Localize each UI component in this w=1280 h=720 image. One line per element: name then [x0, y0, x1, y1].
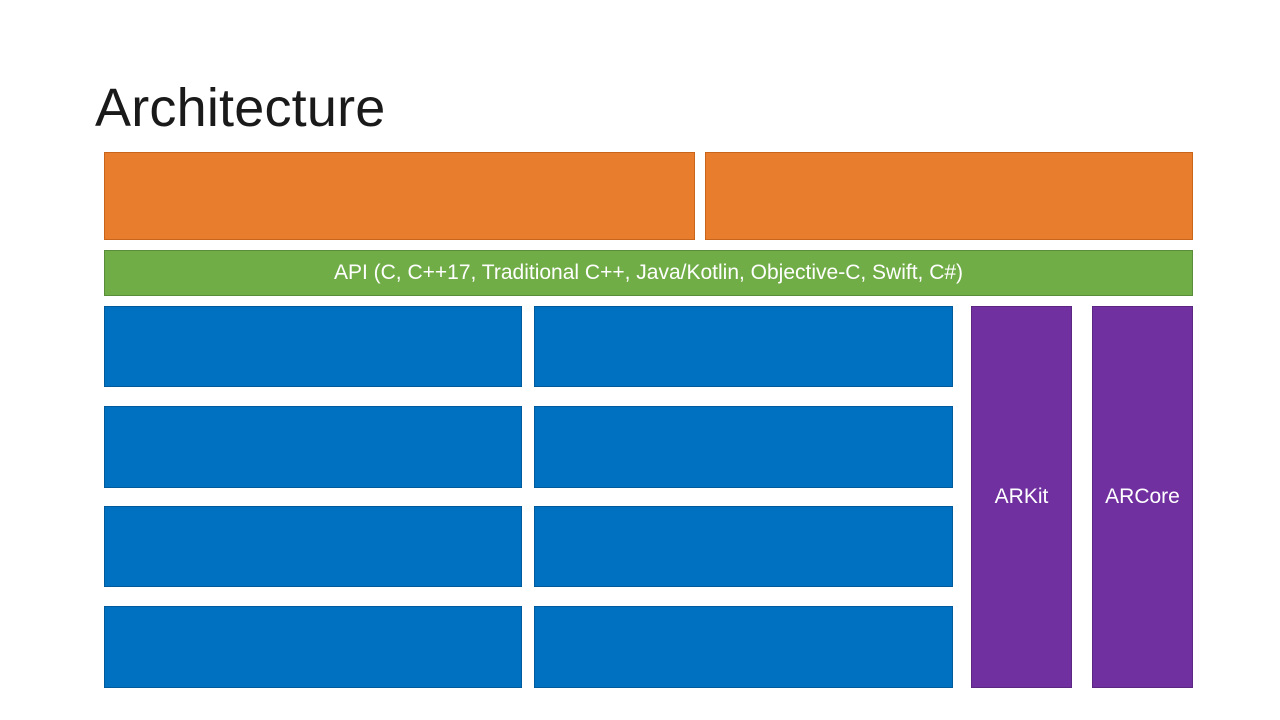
platform-block-arkit[interactable]: ARKit — [971, 306, 1072, 688]
feature-block-densespatialmap[interactable]: DenseSpatialMap — [534, 606, 953, 688]
feature-block-objecttracking[interactable]: ObjectTracking — [104, 406, 522, 488]
application-block-unity-applications[interactable]: Unity applications — [705, 152, 1193, 240]
platform-block-arcore[interactable]: ARCore — [1092, 306, 1193, 688]
api-layer-label: API (C, C++17, Traditional C++, Java/Kot… — [333, 261, 964, 285]
api-layer-block[interactable]: API (C, C++17, Traditional C++, Java/Kot… — [104, 250, 1193, 296]
feature-block-recording[interactable]: Recording — [104, 606, 522, 688]
feature-block-cloudrecognition[interactable]: CloudRecognition — [104, 506, 522, 587]
feature-block-imagetracking[interactable]: ImageTracking — [104, 306, 522, 387]
feature-block-motiontracking[interactable]: MotionTracking — [534, 406, 953, 488]
platform-block-label: ARCore — [1105, 485, 1180, 509]
feature-block-surfacetracking[interactable]: SurfaceTracking — [534, 306, 953, 387]
page-title: Architecture — [95, 78, 386, 138]
application-block-platform-applications[interactable]: platform applications (Android, iOS, Win… — [104, 152, 695, 240]
feature-block-sparsespatialmap[interactable]: SparseSpatialMap — [534, 506, 953, 587]
platform-block-label: ARKit — [994, 485, 1049, 509]
